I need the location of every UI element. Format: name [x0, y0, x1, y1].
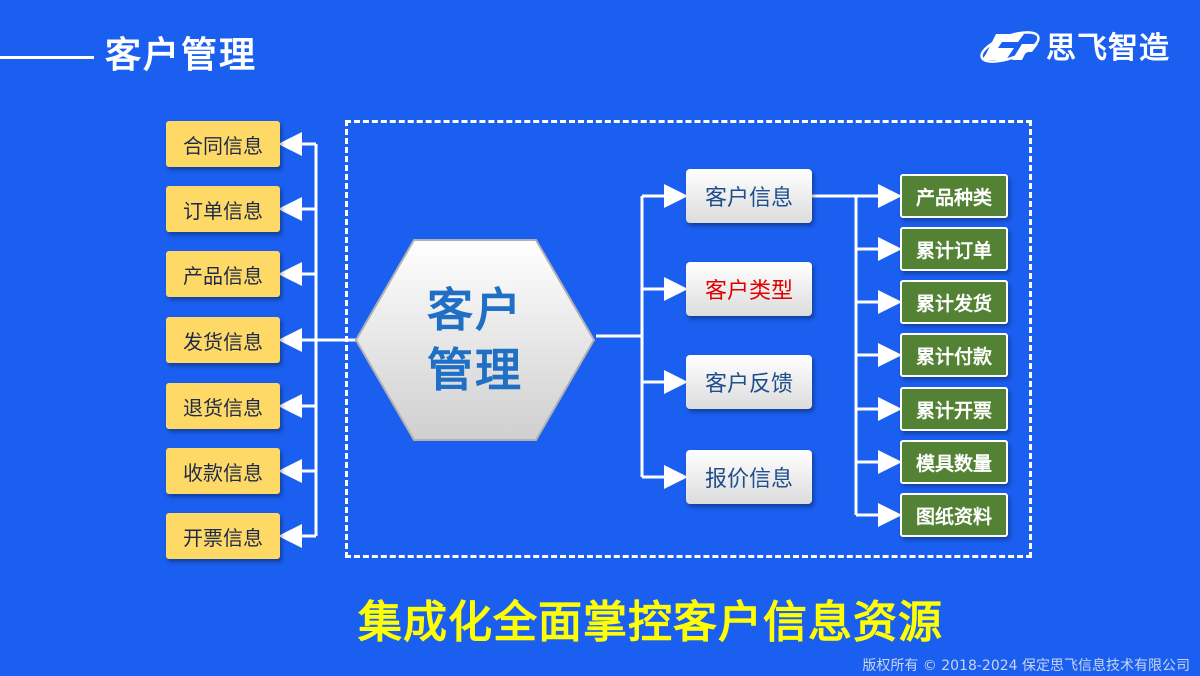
detail-item-total-orders: 累计订单 — [900, 227, 1008, 271]
right-item-customer-info: 客户信息 — [686, 169, 812, 223]
logo-text: 思飞智造 — [1046, 31, 1170, 66]
detail-item-mold-count: 模具数量 — [900, 440, 1008, 484]
left-item-return: 退货信息 — [166, 383, 280, 429]
right-item-customer-type: 客户类型 — [686, 262, 812, 316]
hexagon-shape — [354, 239, 596, 441]
center-hexagon: 客户 管理 — [352, 236, 598, 444]
right-item-quote-info: 报价信息 — [686, 450, 812, 504]
left-item-order: 订单信息 — [166, 186, 280, 232]
title-underline — [0, 56, 94, 59]
detail-item-drawings: 图纸资料 — [900, 493, 1008, 537]
detail-item-total-invoiced: 累计开票 — [900, 387, 1008, 431]
center-label-line2: 管理 — [427, 343, 523, 397]
copyright-footer: 版权所有 © 2018-2024 保定思飞信息技术有限公司 — [862, 658, 1190, 674]
page-title: 客户管理 — [105, 35, 258, 76]
left-item-shipment: 发货信息 — [166, 317, 280, 363]
logo-emblem-icon — [980, 31, 1040, 63]
detail-item-total-shipped: 累计发货 — [900, 280, 1008, 324]
right-item-customer-feedback: 客户反馈 — [686, 355, 812, 409]
left-item-invoice: 开票信息 — [166, 513, 280, 559]
detail-item-total-paid: 累计付款 — [900, 333, 1008, 377]
slogan: 集成化全面掌控客户信息资源 — [358, 597, 943, 648]
left-item-contract: 合同信息 — [166, 121, 280, 167]
detail-item-product-category: 产品种类 — [900, 174, 1008, 218]
left-item-payment-received: 收款信息 — [166, 448, 280, 494]
center-label-line1: 客户 — [427, 283, 523, 337]
left-item-product: 产品信息 — [166, 251, 280, 297]
company-logo: 思飞智造 — [978, 20, 1170, 70]
